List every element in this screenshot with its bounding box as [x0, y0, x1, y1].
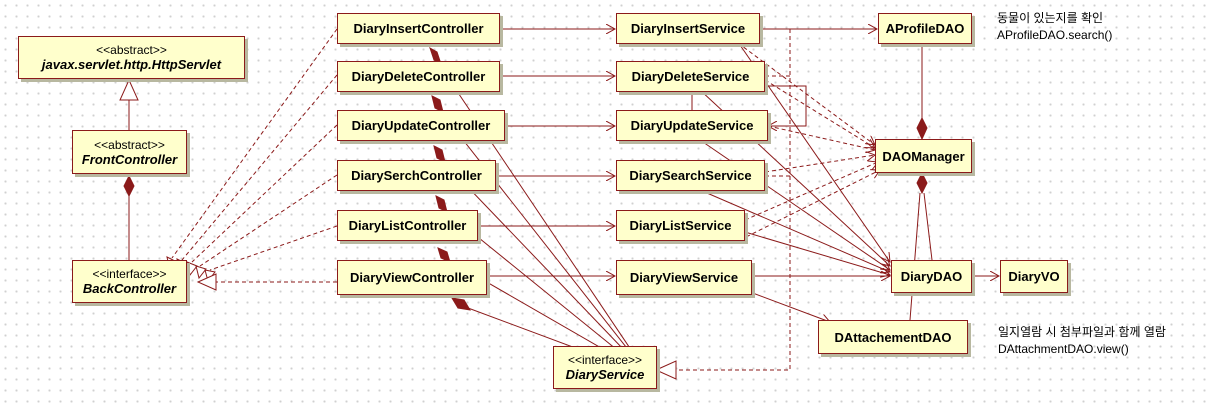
class-stereotype: <<interface>> — [92, 267, 167, 281]
class-name: DiaryListController — [348, 218, 467, 233]
class-diary-vo[interactable]: DiaryVO — [1000, 260, 1068, 293]
class-diary-serch-controller[interactable]: DiarySerchController — [337, 160, 496, 191]
composition-diamond — [123, 174, 135, 198]
class-diary-update-controller[interactable]: DiaryUpdateController — [337, 110, 505, 141]
class-name: DiaryUpdateService — [630, 118, 754, 133]
class-diary-delete-controller[interactable]: DiaryDeleteController — [337, 61, 500, 92]
class-stereotype: <<interface>> — [567, 353, 643, 367]
class-name: DiaryService — [565, 367, 645, 382]
class-name: DiaryDeleteService — [631, 69, 750, 84]
class-name: DAOManager — [882, 148, 965, 164]
realization-arrowhead — [196, 273, 217, 291]
class-name: javax.servlet.http.HttpServlet — [41, 57, 222, 72]
class-name: DiaryViewController — [349, 270, 475, 285]
realization-line — [191, 124, 338, 263]
realization-line — [181, 74, 338, 261]
class-name: DiaryInsertController — [353, 21, 484, 36]
class-diary-service[interactable]: <<interface>> DiaryService — [553, 346, 657, 389]
dependency-arrow — [767, 125, 875, 150]
association-arrow — [744, 231, 890, 275]
class-dattachement-dao[interactable]: DAttachementDAO — [818, 320, 968, 354]
class-name: FrontController — [81, 151, 178, 167]
class-name: DiaryDAO — [900, 269, 963, 284]
realization-arrowhead — [654, 360, 677, 380]
composition-line — [439, 157, 649, 376]
class-diary-insert-controller[interactable]: DiaryInsertController — [337, 13, 500, 44]
class-diary-search-service[interactable]: DiarySearchService — [616, 160, 765, 191]
class-front-controller[interactable]: <<abstract>> FrontController — [72, 130, 187, 174]
class-http-servlet[interactable]: <<abstract>> javax.servlet.http.HttpServ… — [18, 36, 245, 79]
composition-line — [909, 192, 921, 321]
association-arrow — [739, 44, 890, 262]
note-aprofile: 동물이 있는지를 확인 AProfileDAO.search() — [997, 10, 1112, 44]
class-dao-manager[interactable]: DAOManager — [875, 139, 972, 173]
dependency-arrow — [744, 162, 878, 221]
class-name: DiarySearchService — [629, 168, 752, 183]
class-name: DiarySerchController — [351, 168, 482, 183]
class-diary-insert-service[interactable]: DiaryInsertService — [616, 13, 760, 44]
class-diary-update-service[interactable]: DiaryUpdateService — [616, 110, 768, 141]
association-arrow — [699, 189, 890, 272]
class-name: DiaryInsertService — [630, 21, 746, 36]
class-diary-dao[interactable]: DiaryDAO — [891, 260, 972, 293]
generalization-arrowhead — [119, 78, 139, 101]
dependency-arrow — [764, 79, 875, 148]
note-line: 일지열람 시 첨부파일과 함께 열람 — [998, 325, 1166, 339]
class-diary-view-controller[interactable]: DiaryViewController — [337, 260, 487, 295]
realization-arrowhead — [195, 265, 207, 280]
class-name: DiaryVO — [1008, 269, 1060, 284]
note-line: AProfileDAO.search() — [997, 28, 1113, 42]
composition-diamond — [916, 171, 928, 195]
self-association — [691, 85, 807, 126]
realization-arrowhead — [186, 261, 198, 277]
class-diary-delete-service[interactable]: DiaryDeleteService — [616, 61, 765, 92]
class-name: DAttachementDAO — [834, 329, 952, 345]
note-attachment: 일지열람 시 첨부파일과 함께 열람 DAttachmentDAO.view() — [998, 324, 1166, 358]
class-name: DiaryViewService — [629, 270, 739, 285]
note-line: DAttachmentDAO.view() — [998, 342, 1129, 356]
class-stereotype: <<abstract>> — [94, 137, 165, 152]
class-diary-view-service[interactable]: DiaryViewService — [616, 260, 752, 295]
class-name: DiaryListService — [629, 218, 732, 233]
class-name: DiaryDeleteController — [351, 69, 486, 84]
composition-line — [923, 192, 933, 261]
class-name: DiaryUpdateController — [351, 118, 491, 133]
class-diary-list-service[interactable]: DiaryListService — [616, 210, 745, 241]
class-back-controller[interactable]: <<interface>> BackController — [72, 260, 187, 303]
composition-diamond — [916, 116, 928, 141]
composition-line — [437, 107, 649, 376]
class-aprofile-dao[interactable]: AProfileDAO — [878, 13, 972, 44]
association-arrow — [749, 291, 830, 322]
realization-line — [677, 29, 791, 371]
dependency-arrow — [739, 170, 880, 241]
composition-diamond — [451, 297, 471, 311]
class-diary-list-controller[interactable]: DiaryListController — [337, 210, 478, 241]
realization-line — [199, 174, 338, 267]
dependency-arrow — [764, 155, 875, 173]
class-name: AProfileDAO — [885, 21, 965, 36]
realization-line — [209, 225, 338, 271]
class-stereotype: <<abstract>> — [96, 43, 167, 57]
class-name: BackController — [82, 281, 177, 296]
realization-line — [171, 28, 338, 259]
note-line: 동물이 있는지를 확인 — [997, 11, 1104, 25]
